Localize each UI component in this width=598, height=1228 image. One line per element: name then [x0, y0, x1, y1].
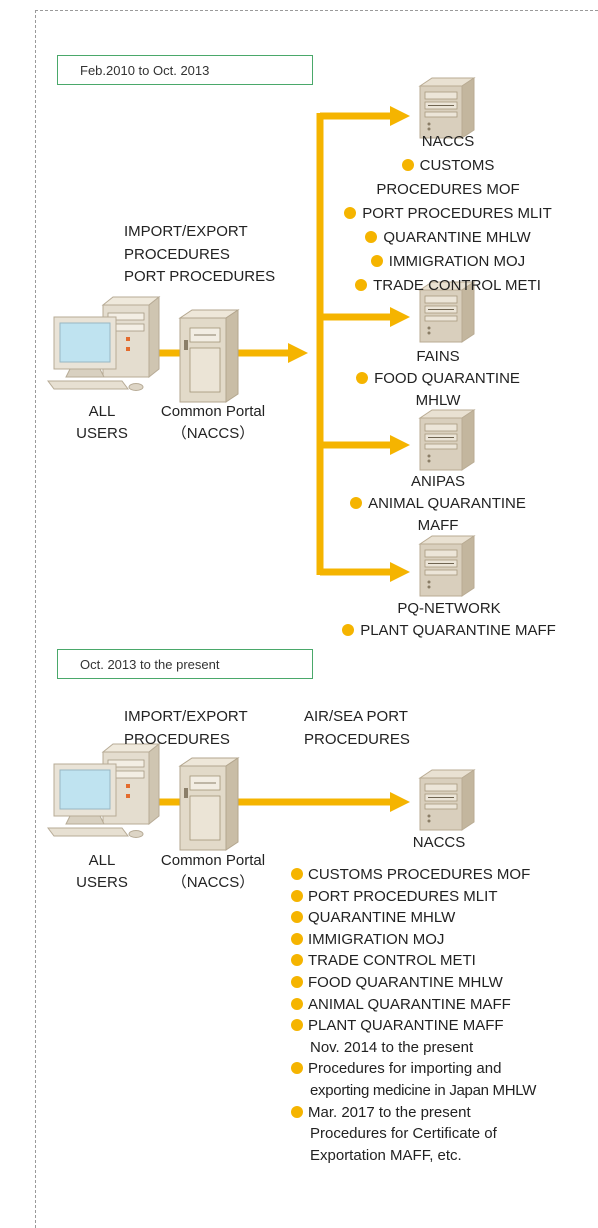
users-pc-icon-2 — [47, 743, 160, 838]
list-item: IMMIGRATION MOJ — [291, 929, 536, 951]
period1-label: Feb.2010 to Oct. 2013 — [57, 55, 313, 85]
naccs-name: NACCS — [421, 133, 475, 150]
list-item: CUSTOMS PROCEDURES MOF — [291, 864, 536, 886]
bullet-dot-icon — [344, 207, 357, 219]
list-item-cont: Procedures for Certificate of — [310, 1125, 497, 1143]
anipas-item: ANIMAL QUARANTINE — [300, 493, 576, 515]
pq-network-name: PQ-NETWORK — [397, 600, 501, 617]
bullet-dot-icon — [342, 624, 355, 636]
list-item: Procedures for importing and — [291, 1058, 536, 1080]
dashed-border-left — [35, 10, 36, 1228]
bullet-dot-icon — [370, 255, 383, 267]
period1-portal-label: Common Portal （NACCS） — [160, 403, 266, 442]
period2-port-procedures-label: AIR/SEA PORT PROCEDURES — [304, 708, 410, 748]
naccs-item: QUARANTINE MHLW — [300, 226, 596, 250]
period2-naccs-name: NACCS — [412, 834, 466, 851]
list-item: PORT PROCEDURES MLIT — [291, 886, 536, 908]
anipas-system-block: ANIPAS ANIMAL QUARANTINE MAFF — [300, 471, 576, 537]
naccs-server-icon-1 — [419, 77, 475, 139]
period2-portal-label: Common Portal （NACCS） — [160, 852, 266, 891]
bullet-dot-icon — [291, 932, 303, 945]
pq-network-system-block: PQ-NETWORK PLANT QUARANTINE MAFF — [300, 598, 598, 642]
bullet-dot-icon — [291, 868, 303, 880]
list-item: QUARANTINE MHLW — [291, 907, 536, 929]
anipas-name: ANIPAS — [411, 473, 465, 490]
list-item: FOOD QUARANTINE MHLW — [291, 972, 536, 994]
period2-label: Oct. 2013 to the present — [57, 649, 313, 679]
bullet-dot-icon — [291, 1019, 303, 1032]
list-item: PLANT QUARANTINE MAFF — [291, 1015, 536, 1037]
naccs-system-block: NACCS CUSTOMS PROCEDURES MOF PORT PROCED… — [300, 130, 596, 298]
bullet-dot-icon — [356, 372, 369, 384]
anipas-item-cont: MAFF — [417, 517, 459, 534]
pq-network-server-icon — [419, 535, 475, 597]
bullet-dot-icon — [291, 997, 303, 1010]
list-item: Mar. 2017 to the present — [291, 1102, 536, 1124]
list-item: TRADE CONTROL METI — [291, 950, 536, 972]
list-item-cont: Exportation MAFF, etc. — [310, 1146, 462, 1164]
naccs-item: CUSTOMS — [300, 154, 596, 178]
period1-procedures-label: IMPORT/EXPORT PROCEDURES PORT PROCEDURES — [124, 223, 276, 285]
fains-item: FOOD QUARANTINE — [300, 368, 576, 390]
bullet-dot-icon — [291, 911, 303, 924]
anipas-server-icon — [419, 409, 475, 471]
naccs-item-cont: PROCEDURES MOF — [376, 181, 520, 198]
period1-users-label: ALL USERS — [76, 403, 128, 442]
dashed-border-top — [35, 10, 598, 11]
bullet-dot-icon — [291, 1105, 303, 1118]
pq-network-item: PLANT QUARANTINE MAFF — [300, 620, 598, 642]
list-item-cont: exporting medicine in Japan MHLW — [310, 1081, 537, 1099]
portal-server-icon-2 — [179, 757, 239, 851]
bullet-dot-icon — [365, 231, 378, 243]
bullet-dot-icon — [291, 954, 303, 967]
portal-server-icon-1 — [179, 309, 239, 403]
fains-item-cont: MHLW — [415, 392, 461, 409]
period2-procedures-label: IMPORT/EXPORT PROCEDURES — [124, 708, 248, 748]
bullet-dot-icon — [401, 159, 414, 171]
naccs-item: TRADE CONTROL METI — [300, 274, 596, 298]
bullet-dot-icon — [291, 889, 303, 902]
list-item: ANIMAL QUARANTINE MAFF — [291, 994, 536, 1016]
list-item-note: Nov. 2014 to the present — [310, 1038, 474, 1056]
period2-procedure-list: CUSTOMS PROCEDURES MOF PORT PROCEDURES M… — [291, 864, 536, 1166]
bullet-dot-icon — [355, 279, 368, 291]
period2-users-label: ALL USERS — [76, 852, 128, 891]
fains-system-block: FAINS FOOD QUARANTINE MHLW — [300, 346, 576, 412]
bullet-dot-icon — [291, 1062, 303, 1075]
naccs-item: PORT PROCEDURES MLIT — [300, 202, 596, 226]
fains-name: FAINS — [416, 348, 460, 365]
bullet-dot-icon — [291, 975, 303, 988]
bullet-dot-icon — [350, 497, 363, 509]
naccs-server-icon-2 — [419, 769, 475, 831]
naccs-item: IMMIGRATION MOJ — [300, 250, 596, 274]
users-pc-icon-1 — [47, 296, 160, 391]
